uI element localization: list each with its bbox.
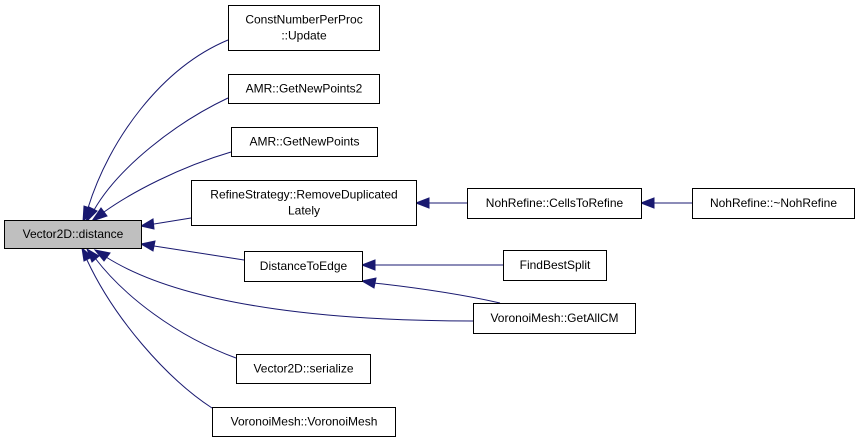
- edge-noh-refine-cells-to-refine-to-refine-strategy-remove-duplicated-lately: [414, 197, 467, 209]
- edge-amr-get-new-points2-to-vector2d-distance: [85, 97, 229, 224]
- node-voronoi-mesh-voronoi-mesh[interactable]: VoronoiMesh::VoronoiMesh: [212, 407, 396, 437]
- node-box: [473, 303, 636, 334]
- edge-line: [94, 257, 237, 359]
- arrowhead-icon: [414, 197, 430, 209]
- edge-line: [153, 217, 192, 225]
- arrowhead-icon: [81, 246, 93, 262]
- node-vector2d-distance[interactable]: Vector2D::distance: [4, 220, 142, 249]
- node-label: NohRefine::~NohRefine: [710, 196, 837, 210]
- node-box: [212, 407, 396, 437]
- edge-vector2d-serialize-to-vector2d-distance: [86, 247, 237, 359]
- node-box: [228, 74, 380, 104]
- edge-line: [86, 259, 213, 409]
- edge-amr-get-new-points-to-vector2d-distance: [90, 151, 232, 222]
- node-label: Lately: [288, 204, 320, 218]
- node-label: VoronoiMesh::GetAllCM: [490, 311, 618, 325]
- node-box: [692, 188, 855, 219]
- edge-voronoi-mesh-voronoi-mesh-to-vector2d-distance: [81, 246, 213, 409]
- node-box: [228, 5, 380, 51]
- edge-noh-refine-destructor-to-noh-refine-cells-to-refine: [639, 197, 692, 209]
- node-box: [244, 251, 363, 282]
- node-label: Vector2D::serialize: [253, 362, 353, 376]
- node-find-best-split[interactable]: FindBestSplit: [503, 250, 607, 281]
- edge-distance-to-edge-to-vector2d-distance: [139, 240, 245, 261]
- node-vector2d-serialize[interactable]: Vector2D::serialize: [236, 354, 371, 384]
- edge-find-best-split-to-distance-to-edge: [360, 259, 503, 271]
- edge-voronoi-mesh-get-all-cm-to-vector2d-distance: [93, 249, 474, 322]
- node-label: RefineStrategy::RemoveDuplicated: [210, 188, 397, 202]
- node-noh-refine-destructor[interactable]: NohRefine::~NohRefine: [692, 188, 855, 219]
- edge-line: [373, 282, 501, 304]
- edge-line: [103, 151, 232, 213]
- node-label: DistanceToEdge: [260, 259, 348, 273]
- edge-voronoi-mesh-get-all-cm-to-distance-to-edge: [360, 277, 501, 304]
- node-label: ConstNumberPerProc: [245, 13, 362, 27]
- arrowhead-icon: [360, 277, 377, 289]
- arrowhead-icon: [139, 240, 156, 252]
- edge-line: [153, 245, 245, 261]
- node-label: AMR::GetNewPoints: [249, 135, 359, 149]
- node-label: AMR::GetNewPoints2: [246, 82, 363, 96]
- node-label: NohRefine::CellsToRefine: [486, 196, 624, 210]
- arrowhead-icon: [139, 218, 155, 230]
- node-box: [191, 180, 417, 226]
- node-label: FindBestSplit: [520, 258, 591, 272]
- edge-line: [87, 39, 229, 209]
- node-box: [4, 220, 142, 249]
- arrowhead-icon: [639, 197, 655, 209]
- edge-line: [93, 97, 229, 211]
- node-label: VoronoiMesh::VoronoiMesh: [231, 415, 378, 429]
- call-graph-nodes: Vector2D::distance ConstNumberPerProc::Up…: [4, 5, 855, 437]
- node-amr-get-new-points2[interactable]: AMR::GetNewPoints2: [228, 74, 380, 104]
- arrowhead-icon: [360, 259, 376, 271]
- node-box: [231, 127, 378, 157]
- arrowhead-icon: [93, 249, 111, 262]
- node-amr-get-new-points[interactable]: AMR::GetNewPoints: [231, 127, 378, 157]
- node-voronoi-mesh-get-all-cm[interactable]: VoronoiMesh::GetAllCM: [473, 303, 636, 334]
- node-distance-to-edge[interactable]: DistanceToEdge: [244, 251, 363, 282]
- arrowhead-icon: [85, 206, 98, 224]
- node-const-number-per-proc-update[interactable]: ConstNumberPerProc::Update: [228, 5, 380, 51]
- node-label: Vector2D::distance: [23, 227, 124, 241]
- node-box: [503, 250, 607, 281]
- edge-line: [105, 256, 474, 322]
- node-label: ::Update: [281, 29, 327, 43]
- node-box: [467, 188, 642, 219]
- node-box: [236, 354, 371, 384]
- arrowhead-icon: [90, 207, 108, 222]
- node-noh-refine-cells-to-refine[interactable]: NohRefine::CellsToRefine: [467, 188, 642, 219]
- call-graph-edges: [81, 39, 692, 409]
- edge-refine-strategy-remove-duplicated-lately-to-vector2d-distance: [139, 217, 192, 230]
